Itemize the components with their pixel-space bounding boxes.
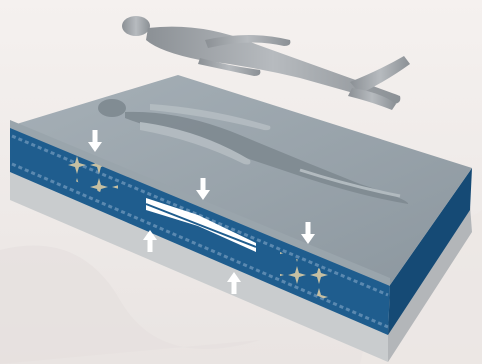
mattress-diagram <box>0 0 482 364</box>
illustration <box>0 0 482 364</box>
